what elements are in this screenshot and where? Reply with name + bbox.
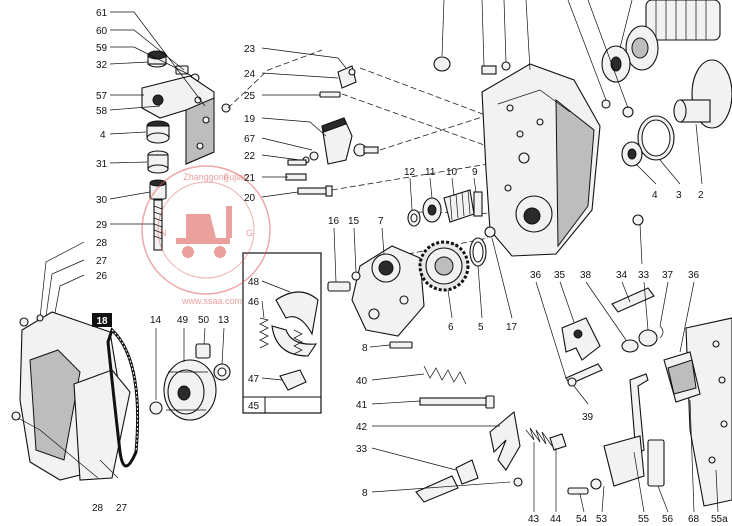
watermark-site: www.ssaa.com [181, 296, 242, 306]
callout: 12 [404, 167, 416, 178]
callout: 14 [150, 315, 162, 326]
callout: 29 [96, 220, 108, 231]
leaders-lower-left [17, 327, 225, 479]
callout: 44 [550, 514, 562, 525]
callout: 21 [244, 173, 256, 184]
watermark-seal: Zhanggong Fujian N G www.ssaa.com [141, 165, 271, 306]
callout: 42 [356, 422, 368, 433]
leaders-left [39, 11, 206, 319]
callout: 28 [92, 503, 104, 514]
motor-top-right [433, 0, 732, 226]
callout: 11 [425, 167, 436, 178]
callout: 46 [248, 297, 260, 308]
callout: 22 [244, 151, 256, 162]
callout: 55a [711, 514, 728, 525]
gear-plate-group [327, 226, 496, 349]
callout: 15 [348, 216, 360, 227]
belt-part-number: 18 [96, 316, 108, 327]
callout: 27 [96, 256, 108, 267]
leaders-centre [333, 227, 513, 348]
callout: 59 [96, 43, 108, 54]
gear-housing [481, 63, 601, 257]
lower-right-parts [561, 287, 732, 507]
leaders-right-lower [535, 281, 719, 513]
leaders-right-top [441, 0, 703, 265]
callout: 30 [96, 195, 108, 206]
inset-frame-brake [242, 252, 322, 414]
callout: 34 [616, 270, 628, 281]
callout: 2 [698, 190, 704, 201]
callout: 28 [96, 238, 108, 249]
callout: 3 [676, 190, 682, 201]
callout: 4 [652, 190, 658, 201]
upper-centre-parts [285, 65, 379, 197]
callout: 32 [96, 60, 108, 71]
shaft-parts [407, 177, 483, 227]
callout: 27 [116, 503, 128, 514]
callout: 8 [362, 343, 368, 354]
callout: 13 [218, 315, 230, 326]
callout: 38 [580, 270, 592, 281]
callout: 31 [96, 159, 108, 170]
callout: 56 [662, 514, 674, 525]
callout: 25 [244, 91, 256, 102]
callout: 33 [638, 270, 650, 281]
lower-centre-parts [415, 365, 567, 503]
callout: 50 [198, 315, 210, 326]
callout: 41 [356, 400, 368, 411]
mount-assembly [141, 50, 231, 251]
inset-frame-number: 45 [248, 401, 260, 412]
boxed-label-18: 18 [92, 313, 112, 327]
watermark-arc-top-2: Fujian [224, 172, 249, 182]
callout: 7 [378, 216, 384, 227]
leaders-upper-centre [261, 47, 347, 198]
callout: 53 [596, 514, 608, 525]
callout: 36 [688, 270, 700, 281]
callout: 17 [506, 322, 518, 333]
leaders-lower-centre [371, 373, 557, 512]
callout: 5 [478, 322, 484, 333]
watermark-letter-g: G [246, 228, 253, 238]
callout: 49 [177, 315, 189, 326]
callout: 23 [244, 44, 256, 55]
callout: 24 [244, 69, 256, 80]
callout: 36 [530, 270, 542, 281]
callout: 10 [446, 167, 458, 178]
callout: 8 [362, 488, 368, 499]
callout: 43 [528, 514, 540, 525]
callout: 26 [96, 271, 108, 282]
callout: 48 [248, 277, 260, 288]
callout: 67 [244, 134, 256, 145]
callout: 68 [688, 514, 700, 525]
callout: 60 [96, 26, 108, 37]
callout: 61 [96, 8, 108, 19]
callout: 33 [356, 444, 368, 455]
callout: 20 [244, 193, 256, 204]
callout: 55 [638, 514, 650, 525]
callout: 35 [554, 270, 566, 281]
watermark-arc-top: Zhanggong [183, 172, 229, 182]
callout: 6 [448, 322, 454, 333]
callout: 54 [576, 514, 588, 525]
callout: 47 [248, 374, 260, 385]
callout: 39 [582, 412, 594, 423]
watermark-letter-n: N [160, 228, 167, 238]
callout: 37 [662, 270, 674, 281]
belt-cover-group [11, 311, 231, 481]
callout: 57 [96, 91, 108, 102]
callout: 9 [472, 167, 478, 178]
callout: 19 [244, 114, 256, 125]
callout: 58 [96, 106, 108, 117]
callout: 4 [100, 130, 106, 141]
callout: 40 [356, 376, 368, 387]
callout: 16 [328, 216, 340, 227]
